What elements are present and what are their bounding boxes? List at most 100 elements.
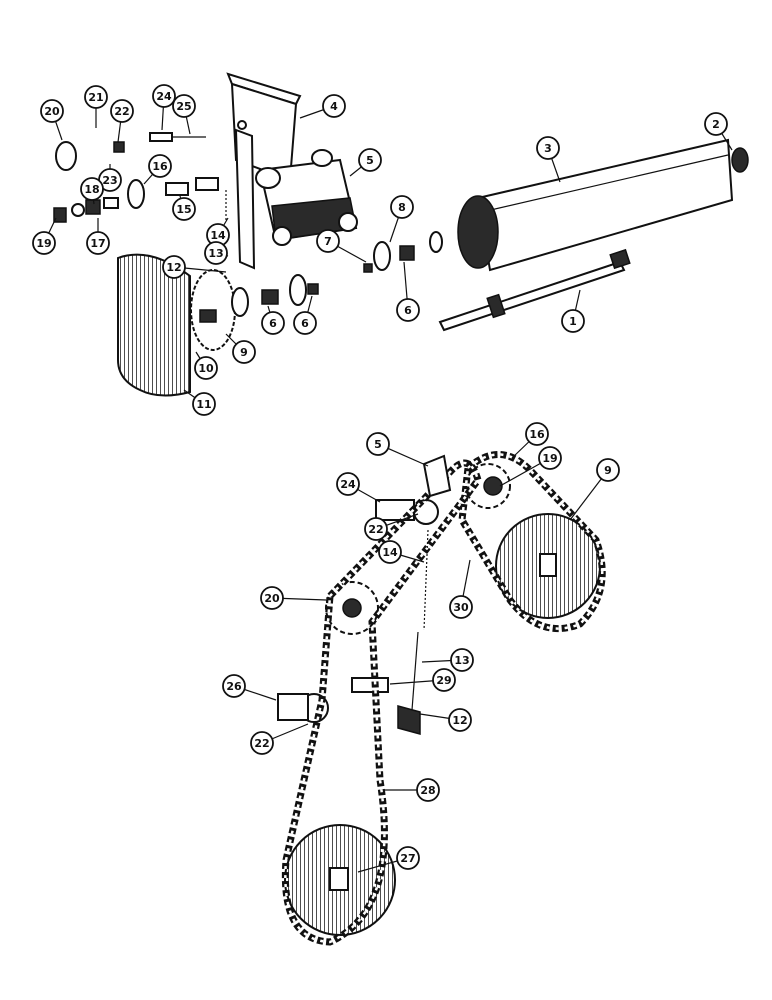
shaft-part bbox=[438, 248, 631, 332]
exploded-view bbox=[53, 72, 749, 397]
roller-drum-part bbox=[457, 138, 734, 272]
callout-exploded-view-10: 10 bbox=[194, 351, 218, 380]
pins-and-spring-parts bbox=[149, 132, 227, 222]
callout-exploded-view-6: 6 bbox=[396, 261, 420, 322]
callout-exploded-view-23: 23 bbox=[98, 164, 122, 192]
callout-number: 27 bbox=[400, 852, 415, 865]
callout-exploded-view-6: 6 bbox=[261, 305, 285, 335]
callout-number: 24 bbox=[156, 90, 172, 103]
callout-exploded-view-25: 25 bbox=[172, 94, 196, 135]
callout-number: 17 bbox=[90, 237, 105, 250]
callout-number: 11 bbox=[196, 398, 211, 411]
small-sprocket-parts bbox=[53, 141, 145, 223]
spring-14 bbox=[423, 529, 429, 631]
callout-exploded-view-16: 16 bbox=[143, 154, 172, 185]
end-cap-part bbox=[731, 147, 749, 173]
callout-number: 23 bbox=[102, 174, 117, 187]
callout-number: 16 bbox=[152, 160, 168, 173]
callout-assembled-view-19: 19 bbox=[499, 446, 562, 487]
callout-assembled-view-22: 22 bbox=[364, 513, 419, 541]
callout-assembled-view-26: 26 bbox=[222, 674, 277, 701]
callout-number: 13 bbox=[208, 247, 223, 260]
callout-exploded-view-13: 13 bbox=[204, 241, 229, 265]
callout-number: 3 bbox=[544, 142, 552, 155]
callout-assembled-view-27: 27 bbox=[357, 846, 420, 873]
callout-assembled-view-12: 12 bbox=[419, 708, 472, 732]
callout-number: 26 bbox=[226, 680, 242, 693]
callout-exploded-view-12: 12 bbox=[162, 255, 227, 279]
callout-number: 4 bbox=[330, 100, 338, 113]
large-sprocket-part bbox=[190, 269, 236, 351]
callout-exploded-view-9: 9 bbox=[225, 333, 256, 364]
callout-exploded-view-6: 6 bbox=[293, 295, 317, 335]
callout-number: 12 bbox=[166, 261, 181, 274]
callout-assembled-view-9: 9 bbox=[569, 458, 620, 521]
callout-exploded-view-8: 8 bbox=[389, 195, 414, 243]
callout-exploded-view-18: 18 bbox=[80, 177, 104, 205]
callout-exploded-view-22: 22 bbox=[110, 99, 134, 143]
callout-number: 25 bbox=[176, 100, 191, 113]
callout-assembled-view-13: 13 bbox=[421, 648, 474, 672]
callout-number: 14 bbox=[382, 546, 398, 559]
callout-assembled-view-14: 14 bbox=[378, 540, 425, 564]
callout-exploded-view-15: 15 bbox=[172, 195, 196, 221]
callout-number: 14 bbox=[210, 229, 226, 242]
callout-number: 10 bbox=[198, 362, 214, 375]
callout-number: 18 bbox=[84, 183, 99, 196]
callout-exploded-view-11: 11 bbox=[183, 389, 216, 416]
callout-number: 9 bbox=[604, 464, 612, 477]
callout-exploded-view-3: 3 bbox=[536, 136, 561, 183]
callout-number: 7 bbox=[324, 235, 332, 248]
callout-number: 20 bbox=[44, 105, 60, 118]
callout-exploded-view-17: 17 bbox=[86, 218, 110, 255]
callout-number: 5 bbox=[366, 154, 374, 167]
bearing-set-part bbox=[231, 231, 443, 317]
callout-number: 16 bbox=[529, 428, 545, 441]
callout-assembled-view-24: 24 bbox=[336, 472, 381, 503]
callout-number: 24 bbox=[340, 478, 356, 491]
bracket-12 bbox=[397, 705, 421, 735]
callout-number: 6 bbox=[404, 304, 412, 317]
callout-exploded-view-24: 24 bbox=[152, 84, 176, 131]
callout-number: 1 bbox=[569, 315, 577, 328]
callout-assembled-view-28: 28 bbox=[384, 778, 440, 802]
callout-exploded-view-1: 1 bbox=[561, 289, 585, 333]
callout-exploded-view-4: 4 bbox=[299, 94, 346, 119]
callout-number: 22 bbox=[254, 737, 269, 750]
bracket-part bbox=[226, 72, 302, 270]
callout-exploded-view-21: 21 bbox=[84, 85, 108, 128]
callout-number: 20 bbox=[264, 592, 280, 605]
callout-number: 12 bbox=[452, 714, 467, 727]
callout-number: 22 bbox=[368, 523, 383, 536]
callout-number: 13 bbox=[454, 654, 469, 667]
callout-assembled-view-22: 22 bbox=[250, 723, 309, 755]
callout-assembled-view-30: 30 bbox=[449, 559, 473, 619]
callout-number: 5 bbox=[374, 438, 382, 451]
callout-exploded-view-2: 2 bbox=[704, 112, 733, 151]
callout-number: 19 bbox=[542, 452, 557, 465]
support-housing-part bbox=[255, 149, 358, 246]
callout-assembled-view-5: 5 bbox=[366, 432, 429, 467]
callout-exploded-view-20: 20 bbox=[40, 99, 64, 141]
callout-number: 29 bbox=[436, 674, 451, 687]
callout-number: 2 bbox=[712, 118, 720, 131]
callout-number: 21 bbox=[88, 91, 103, 104]
callout-exploded-view-19: 19 bbox=[32, 217, 57, 255]
callout-number: 19 bbox=[36, 237, 51, 250]
callout-assembled-view-20: 20 bbox=[260, 586, 327, 610]
callout-number: 6 bbox=[301, 317, 309, 330]
callout-number: 6 bbox=[269, 317, 277, 330]
callout-exploded-view-14: 14 bbox=[206, 217, 230, 247]
callout-exploded-view-7: 7 bbox=[316, 229, 367, 263]
callout-number: 8 bbox=[398, 201, 406, 214]
assembled-view bbox=[277, 451, 606, 946]
callout-number: 22 bbox=[114, 105, 129, 118]
sprocket-guard-part bbox=[117, 253, 191, 397]
callout-assembled-view-16: 16 bbox=[511, 422, 549, 459]
callout-number: 15 bbox=[176, 203, 191, 216]
callout-assembled-view-29: 29 bbox=[389, 668, 456, 692]
callout-exploded-view-5: 5 bbox=[349, 148, 382, 177]
callout-number: 9 bbox=[240, 346, 248, 359]
rod-13 bbox=[411, 631, 419, 711]
